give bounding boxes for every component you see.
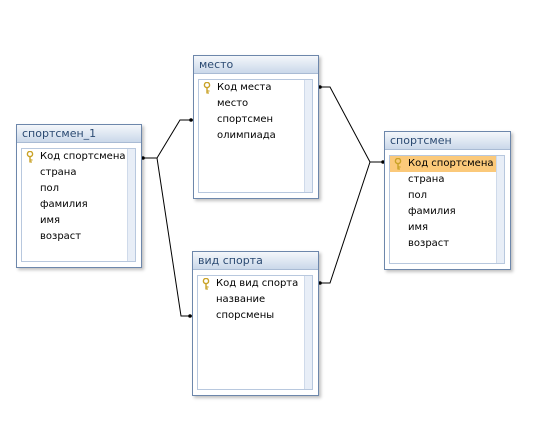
link-end-dot — [318, 85, 322, 89]
field-list: Код спортсмена страна пол фамилия имя во… — [21, 148, 136, 262]
field-row-primary-key[interactable]: Код спортсмена — [22, 149, 135, 165]
link-end-dot — [381, 160, 385, 164]
link-end-dot — [189, 118, 193, 122]
table-vid-sporta[interactable]: вид спорта Код вид спорта название спорс… — [192, 251, 319, 396]
table-mesto[interactable]: место Код места место спортсмен олимпиад… — [193, 55, 319, 199]
field-list: Код места место спортсмен олимпиада — [198, 79, 313, 193]
table-title[interactable]: место — [194, 56, 318, 74]
field-row[interactable]: пол — [408, 190, 428, 201]
field-row[interactable]: пол — [40, 183, 60, 194]
field-row[interactable]: имя — [40, 215, 61, 226]
table-title[interactable]: вид спорта — [193, 252, 318, 270]
link-mesto-sportsmen[interactable] — [318, 86, 385, 163]
link-end-dot — [188, 314, 192, 318]
field-row[interactable]: страна — [408, 174, 445, 185]
field-row[interactable]: название — [216, 294, 266, 305]
field-list: Код вид спорта название спорсмены — [197, 275, 313, 390]
link-end-dot — [141, 156, 145, 160]
field-row[interactable]: место — [217, 98, 249, 109]
field-row[interactable]: имя — [408, 222, 429, 233]
key-icon — [394, 158, 402, 170]
table-sportsmen[interactable]: спортсмен Код спортсмена страна пол фами… — [384, 131, 511, 270]
table-sportsmen-1[interactable]: спортсмен_1 Код спортсмена страна пол фа… — [16, 124, 142, 268]
field-label: Код спортсмена — [408, 158, 494, 169]
field-row[interactable]: фамилия — [40, 199, 88, 210]
link-sportsmen1-vid-sporta[interactable] — [140, 157, 192, 317]
field-row-primary-key[interactable]: Код вид спорта — [198, 276, 312, 292]
table-title[interactable]: спортсмен_1 — [17, 125, 141, 143]
field-row[interactable]: фамилия — [408, 206, 456, 217]
field-row[interactable]: возраст — [40, 231, 82, 242]
field-label: Код места — [217, 82, 272, 93]
field-list: Код спортсмена страна пол фамилия имя во… — [389, 155, 505, 264]
field-row-primary-key[interactable]: Код места — [199, 80, 312, 96]
field-row-primary-key-selected[interactable]: Код спортсмена — [390, 156, 496, 172]
key-icon — [26, 151, 34, 163]
field-row[interactable]: спортсмен — [217, 114, 274, 125]
field-row[interactable]: олимпиада — [217, 130, 276, 141]
link-vid-sporta-sportsmen[interactable] — [318, 161, 385, 284]
field-label: Код спортсмена — [40, 151, 126, 162]
link-sportsmen1-mesto[interactable] — [140, 119, 193, 159]
field-row[interactable]: возраст — [408, 238, 450, 249]
field-label: Код вид спорта — [216, 278, 299, 289]
field-row[interactable]: спорсмены — [216, 310, 275, 321]
link-end-dot — [318, 281, 322, 285]
key-icon — [202, 278, 210, 290]
field-row[interactable]: страна — [40, 167, 77, 178]
table-title[interactable]: спортсмен — [385, 132, 510, 150]
key-icon — [203, 82, 211, 94]
